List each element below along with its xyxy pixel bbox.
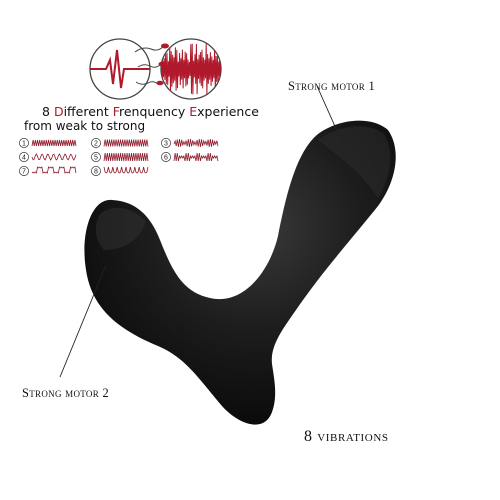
pattern-1: 1 xyxy=(19,138,77,148)
vibrations-label: 8 vibrations xyxy=(304,428,389,445)
pattern-wave xyxy=(103,152,149,162)
title-initial-f: F xyxy=(112,104,119,119)
motor2-pointer-line xyxy=(59,264,107,378)
pattern-number: 4 xyxy=(22,155,26,162)
pattern-3: 3 xyxy=(161,138,219,148)
pattern-5: 5 xyxy=(91,152,149,162)
pattern-wave xyxy=(31,166,77,174)
device-illustration xyxy=(84,120,396,425)
pattern-8: 8 xyxy=(91,166,149,176)
pattern-number: 6 xyxy=(164,155,168,162)
pattern-number: 5 xyxy=(94,155,98,162)
motor1-label: Strong motor 1 xyxy=(288,79,375,93)
pattern-wave xyxy=(103,166,149,174)
pattern-number: 2 xyxy=(94,141,98,148)
pattern-wave xyxy=(31,139,77,147)
noise-wave-icon xyxy=(161,43,221,95)
title-initial-e: E xyxy=(189,104,198,119)
pattern-number: 7 xyxy=(22,169,26,176)
pattern-number: 3 xyxy=(164,141,168,148)
pattern-wave xyxy=(103,139,149,147)
pattern-2: 2 xyxy=(91,138,149,148)
pattern-number: 8 xyxy=(94,169,98,176)
motor2-label: Strong motor 2 xyxy=(22,386,109,400)
pattern-6: 6 xyxy=(161,152,219,162)
pattern-7: 7 xyxy=(19,166,77,176)
pattern-wave xyxy=(173,138,219,148)
pattern-4: 4 xyxy=(19,152,77,162)
pulse-line-icon xyxy=(90,49,150,89)
frequency-title: 8 Different Frenquency Experience xyxy=(42,104,259,119)
pattern-number: 1 xyxy=(22,141,26,148)
pattern-wave xyxy=(31,153,77,161)
vibration-pattern-grid: 1 2 3 4 5 6 7 8 xyxy=(19,138,219,176)
sperm-icons xyxy=(134,43,169,86)
pulse-comparison-icon xyxy=(89,38,222,100)
frequency-subtitle: from weak to strong xyxy=(24,119,146,133)
title-initial-d: D xyxy=(53,104,64,119)
pattern-wave xyxy=(173,152,219,162)
motor1-pointer-line xyxy=(316,85,351,161)
